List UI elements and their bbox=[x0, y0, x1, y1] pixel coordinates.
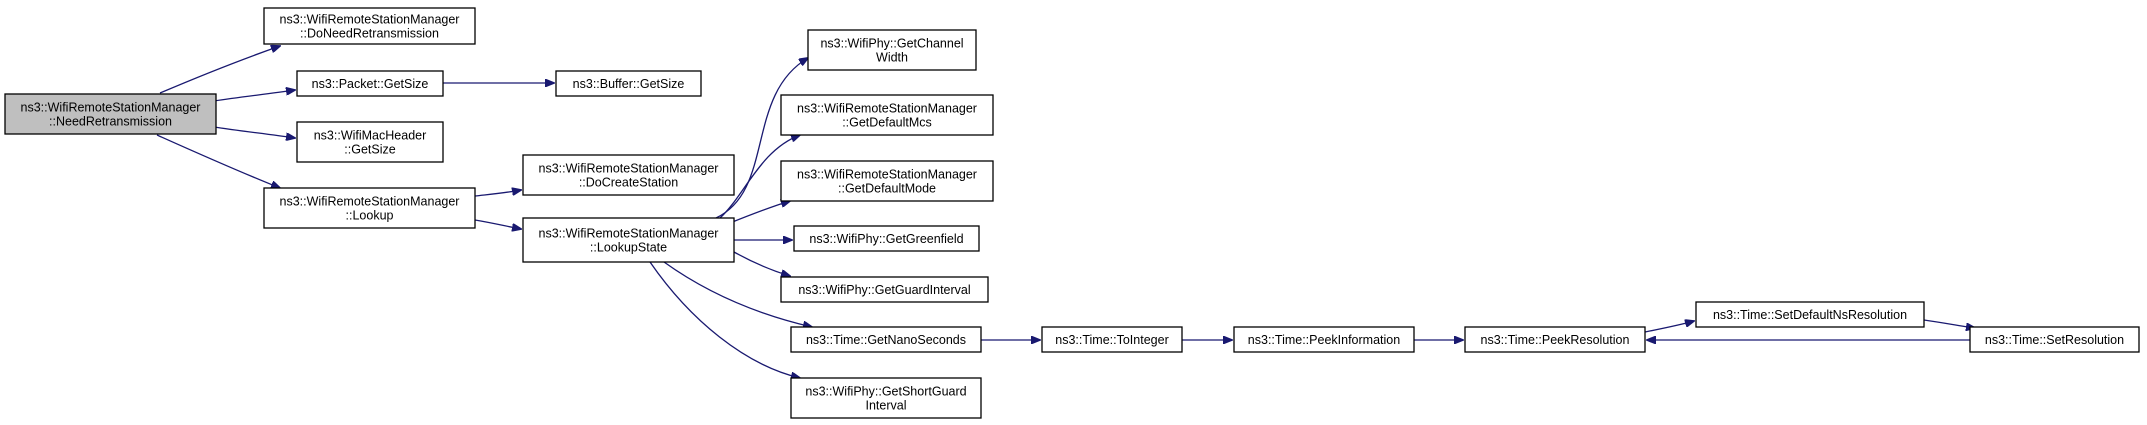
node-label-line: ns3::Time::SetDefaultNsResolution bbox=[1713, 308, 1907, 322]
node-label-line: ns3::WifiPhy::GetShortGuard bbox=[805, 385, 966, 399]
node-label-line: ns3::Packet::GetSize bbox=[312, 77, 429, 91]
node-label-line: ::GetDefaultMode bbox=[838, 182, 936, 196]
node-label-line: ns3::WifiRemoteStationManager bbox=[280, 195, 460, 209]
node-label-line: ns3::WifiMacHeader bbox=[314, 129, 427, 143]
node-label-line: ns3::WifiRemoteStationManager bbox=[539, 162, 719, 176]
node-label-line: ns3::Time::PeekResolution bbox=[1481, 333, 1630, 347]
node-box bbox=[4, 93, 217, 135]
node-label-line: ns3::Time::GetNanoSeconds bbox=[806, 333, 966, 347]
node-peekInformation[interactable]: ns3::Time::PeekInformation bbox=[1233, 326, 1415, 353]
edge-root-to-lookup bbox=[156, 134, 280, 188]
node-label-line: ns3::WifiRemoteStationManager bbox=[280, 13, 460, 27]
node-box bbox=[780, 276, 989, 303]
node-label-line: ns3::WifiRemoteStationManager bbox=[797, 168, 977, 182]
nodes-layer: ns3::WifiRemoteStationManager::NeedRetra… bbox=[4, 7, 2140, 419]
node-doCreateStation[interactable]: ns3::WifiRemoteStationManager::DoCreateS… bbox=[522, 154, 735, 196]
node-getDefaultMcs[interactable]: ns3::WifiRemoteStationManager::GetDefaul… bbox=[780, 94, 994, 136]
node-label-line: Width bbox=[876, 51, 908, 65]
node-lookup[interactable]: ns3::WifiRemoteStationManager::Lookup bbox=[263, 187, 476, 229]
node-label-line: ns3::Time::PeekInformation bbox=[1248, 333, 1400, 347]
edge-root-to-packetGetSize bbox=[213, 90, 295, 102]
node-box bbox=[522, 217, 735, 263]
node-box bbox=[263, 187, 476, 229]
node-box bbox=[807, 29, 977, 71]
node-getGreenfield[interactable]: ns3::WifiPhy::GetGreenfield bbox=[793, 225, 980, 252]
node-box bbox=[790, 326, 982, 353]
edge-lookup-to-lookupState bbox=[474, 219, 521, 229]
node-box bbox=[793, 225, 980, 252]
node-root[interactable]: ns3::WifiRemoteStationManager::NeedRetra… bbox=[4, 93, 217, 135]
node-bufferGetSize[interactable]: ns3::Buffer::GetSize bbox=[555, 70, 702, 97]
node-label-line: ns3::WifiRemoteStationManager bbox=[21, 101, 201, 115]
node-box bbox=[296, 121, 444, 163]
edge-lookup-to-doCreateStation bbox=[474, 190, 521, 197]
node-box bbox=[1041, 326, 1183, 353]
node-setResolution[interactable]: ns3::Time::SetResolution bbox=[1969, 326, 2140, 353]
node-label-line: ns3::Time::SetResolution bbox=[1985, 333, 2124, 347]
node-doNeedRetx[interactable]: ns3::WifiRemoteStationManager::DoNeedRet… bbox=[263, 7, 476, 45]
edge-lookupState-to-getDefaultMode bbox=[729, 201, 790, 224]
node-label-line: ::NeedRetransmission bbox=[49, 115, 172, 129]
node-lookupState[interactable]: ns3::WifiRemoteStationManager::LookupSta… bbox=[522, 217, 735, 263]
node-label-line: ns3::WifiRemoteStationManager bbox=[539, 227, 719, 241]
node-label-line: ns3::Time::ToInteger bbox=[1055, 333, 1168, 347]
node-box bbox=[296, 70, 444, 97]
node-getDefaultMode[interactable]: ns3::WifiRemoteStationManager::GetDefaul… bbox=[780, 160, 994, 202]
node-getNanoSeconds[interactable]: ns3::Time::GetNanoSeconds bbox=[790, 326, 982, 353]
node-getGuardInterval[interactable]: ns3::WifiPhy::GetGuardInterval bbox=[780, 276, 989, 303]
node-label-line: ::DoNeedRetransmission bbox=[300, 27, 439, 41]
node-label-line: ns3::WifiPhy::GetGreenfield bbox=[809, 232, 963, 246]
edge-root-to-doNeedRetx bbox=[159, 46, 280, 94]
edge-lookupState-to-getChannelWidth bbox=[715, 58, 808, 219]
node-label-line: ::GetSize bbox=[344, 143, 395, 157]
edge-lookupState-to-getShortGuard bbox=[649, 261, 800, 378]
node-label-line: ns3::WifiPhy::GetGuardInterval bbox=[798, 283, 970, 297]
edge-setDefaultNsResolution-to-setResolution bbox=[1923, 319, 1975, 328]
node-box bbox=[780, 160, 994, 202]
edge-root-to-macHeaderGetSize bbox=[213, 126, 295, 138]
edge-lookupState-to-getDefaultMcs bbox=[719, 135, 800, 219]
node-packetGetSize[interactable]: ns3::Packet::GetSize bbox=[296, 70, 444, 97]
node-box bbox=[1233, 326, 1415, 353]
node-label-line: ns3::WifiRemoteStationManager bbox=[797, 102, 977, 116]
node-label-line: ::DoCreateStation bbox=[579, 176, 678, 190]
node-box bbox=[1464, 326, 1646, 353]
node-box bbox=[780, 94, 994, 136]
node-box bbox=[1695, 301, 1925, 328]
node-setDefaultNsResolution[interactable]: ns3::Time::SetDefaultNsResolution bbox=[1695, 301, 1925, 328]
node-box bbox=[1969, 326, 2140, 353]
node-label-line: ::Lookup bbox=[346, 209, 394, 223]
node-label-line: ns3::WifiPhy::GetChannel bbox=[820, 37, 963, 51]
node-label-line: ns3::Buffer::GetSize bbox=[573, 77, 685, 91]
edge-peekResolution-to-setDefaultNsResolution bbox=[1644, 321, 1694, 333]
node-box bbox=[790, 377, 982, 419]
node-macHeaderGetSize[interactable]: ns3::WifiMacHeader::GetSize bbox=[296, 121, 444, 163]
edge-lookupState-to-getGuardInterval bbox=[733, 251, 790, 276]
node-label-line: ::LookupState bbox=[590, 241, 667, 255]
node-peekResolution[interactable]: ns3::Time::PeekResolution bbox=[1464, 326, 1646, 353]
node-label-line: ::GetDefaultMcs bbox=[842, 116, 932, 130]
node-box bbox=[263, 7, 476, 45]
node-toInteger[interactable]: ns3::Time::ToInteger bbox=[1041, 326, 1183, 353]
node-box bbox=[555, 70, 702, 97]
edge-lookupState-to-getNanoSeconds bbox=[663, 261, 812, 327]
node-label-line: Interval bbox=[866, 399, 907, 413]
edges-layer bbox=[156, 46, 1975, 378]
node-box bbox=[522, 154, 735, 196]
